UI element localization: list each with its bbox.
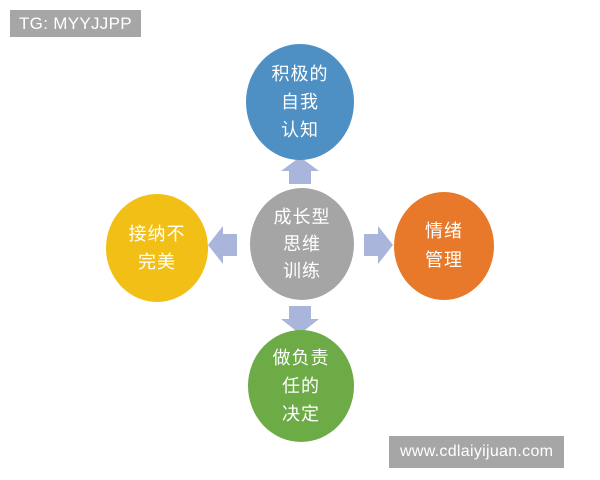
node-left-line-2: 完美 xyxy=(138,252,176,272)
node-left-line-1: 接纳不 xyxy=(128,224,186,244)
node-top-line-2: 自我 xyxy=(281,92,319,112)
arrow-down-stem xyxy=(289,306,311,320)
watermark-bottom-right: www.cdlaiyijuan.com xyxy=(389,436,565,468)
node-center-line-2: 思维 xyxy=(283,233,321,254)
node-bottom-line-3: 决定 xyxy=(282,404,320,424)
watermark-top-left: TG: MYYJJPP xyxy=(10,10,141,37)
node-center-line-1: 成长型 xyxy=(273,206,331,227)
arrow-right-head xyxy=(378,226,393,264)
node-growth-mindset-training: 成长型 思维 训练 xyxy=(250,188,354,300)
arrow-up-head xyxy=(281,157,319,171)
node-right-line-2: 管理 xyxy=(425,250,463,270)
node-right-line-1: 情绪 xyxy=(425,221,463,241)
watermark-top-left-text: TG: MYYJJPP xyxy=(19,14,132,33)
node-bottom-line-1: 做负责 xyxy=(272,348,330,368)
node-positive-self-awareness: 积极的 自我 认知 xyxy=(246,44,354,160)
arrow-left-head xyxy=(208,226,223,264)
node-responsible-decisions: 做负责 任的 决定 xyxy=(248,330,354,442)
node-emotion-management: 情绪 管理 xyxy=(394,192,494,300)
node-accept-imperfection: 接纳不 完美 xyxy=(106,194,208,302)
arrow-up-stem xyxy=(289,170,311,184)
node-top-line-1: 积极的 xyxy=(271,64,329,84)
node-top-line-3: 认知 xyxy=(281,120,319,140)
arrow-right-stem xyxy=(364,234,379,256)
arrow-left-stem xyxy=(222,234,237,256)
node-center-line-3: 训练 xyxy=(283,260,321,281)
node-bottom-line-2: 任的 xyxy=(282,376,320,396)
watermark-bottom-right-text: www.cdlaiyijuan.com xyxy=(400,443,554,460)
